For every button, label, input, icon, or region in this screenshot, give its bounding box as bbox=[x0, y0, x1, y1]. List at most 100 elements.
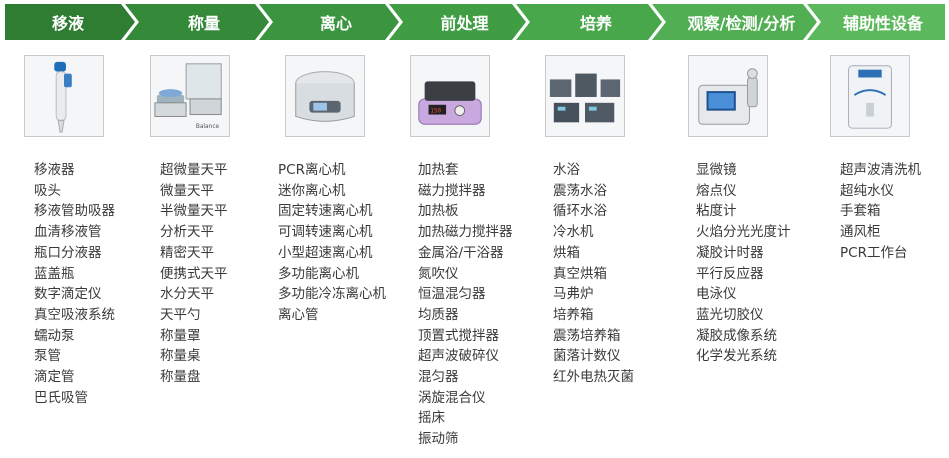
list-item[interactable]: 红外电热灭菌 bbox=[553, 369, 634, 386]
list-item[interactable]: 振动筛 bbox=[418, 431, 459, 448]
list-item[interactable]: 氮吹仪 bbox=[418, 265, 459, 282]
list-item[interactable]: 便携式天平 bbox=[160, 265, 228, 282]
list-item[interactable]: 可调转速离心机 bbox=[278, 224, 373, 241]
list-item[interactable]: PCR工作台 bbox=[840, 244, 908, 261]
list-item[interactable]: 蓝盖瓶 bbox=[34, 265, 75, 282]
water-bath-icon bbox=[545, 55, 625, 137]
list-item[interactable]: 真空吸液系统 bbox=[34, 306, 115, 323]
list-item[interactable]: 小型超速离心机 bbox=[278, 244, 373, 261]
list-item[interactable]: 顶置式搅拌器 bbox=[418, 327, 499, 344]
list-item[interactable]: PCR离心机 bbox=[278, 162, 346, 178]
list-item[interactable]: 血清移液管 bbox=[34, 224, 102, 241]
svg-text:Balance: Balance bbox=[196, 124, 220, 130]
chevron-3 bbox=[259, 4, 399, 40]
list-item[interactable]: 微量天平 bbox=[160, 182, 214, 199]
list-item[interactable]: 加热磁力搅拌器 bbox=[418, 224, 513, 241]
list-item[interactable]: 多功能离心机 bbox=[278, 265, 359, 282]
chevron-5 bbox=[516, 4, 662, 40]
list-item[interactable]: 超纯水仪 bbox=[840, 182, 894, 199]
item-list-weighing: 超微量天平 微量天平 半微量天平 分析天平 精密天平 便携式天平 水分天平 天平… bbox=[160, 160, 228, 388]
list-item[interactable]: 水浴 bbox=[553, 162, 580, 178]
centrifuge-icon bbox=[285, 55, 365, 137]
list-item[interactable]: 称量盘 bbox=[160, 369, 201, 386]
list-item[interactable]: 精密天平 bbox=[160, 244, 214, 261]
list-item[interactable]: 熔点仪 bbox=[696, 182, 737, 199]
chevron-2 bbox=[125, 4, 269, 40]
category-label-weighing: 称量 bbox=[187, 14, 220, 33]
list-item[interactable]: 移液器 bbox=[34, 162, 75, 178]
list-item[interactable]: 吸头 bbox=[34, 182, 61, 199]
list-item[interactable]: 摇床 bbox=[418, 410, 445, 427]
list-item[interactable]: 超微量天平 bbox=[160, 162, 228, 178]
list-item[interactable]: 显微镜 bbox=[696, 162, 737, 178]
category-label-analysis: 观察/检测/分析 bbox=[687, 14, 796, 33]
list-item[interactable]: 恒温混匀器 bbox=[418, 286, 486, 303]
list-item[interactable]: 滴定管 bbox=[34, 369, 75, 386]
list-item[interactable]: 培养箱 bbox=[553, 306, 594, 323]
list-item[interactable]: 凝胶成像系统 bbox=[696, 327, 777, 344]
list-item[interactable]: 凝胶计时器 bbox=[696, 244, 764, 261]
list-item[interactable]: 震荡水浴 bbox=[553, 182, 607, 199]
list-item[interactable]: 火焰分光光度计 bbox=[696, 224, 791, 241]
list-item[interactable]: 化学发光系统 bbox=[696, 348, 777, 365]
list-item[interactable]: 迷你离心机 bbox=[278, 182, 346, 199]
item-list-pretreatment: 加热套 磁力搅拌器 加热板 加热磁力搅拌器 金属浴/干浴器 氮吹仪 恒温混匀器 … bbox=[418, 160, 513, 450]
category-label-centrifuge: 离心 bbox=[319, 14, 352, 33]
list-item[interactable]: 循环水浴 bbox=[553, 203, 607, 220]
list-item[interactable]: 震荡培养箱 bbox=[553, 327, 621, 344]
list-item[interactable]: 加热套 bbox=[418, 162, 459, 178]
list-item[interactable]: 真空烘箱 bbox=[553, 265, 607, 282]
item-list-culture: 水浴 震荡水浴 循环水浴 冷水机 烘箱 真空烘箱 马弗炉 培养箱 震荡培养箱 菌… bbox=[553, 160, 634, 388]
list-item[interactable]: 涡旋混合仪 bbox=[418, 389, 486, 406]
list-item[interactable]: 冷水机 bbox=[553, 224, 594, 241]
list-item[interactable]: 蓝光切胶仪 bbox=[696, 306, 764, 323]
list-item[interactable]: 称量罩 bbox=[160, 327, 201, 344]
list-item[interactable]: 称量桌 bbox=[160, 348, 201, 365]
list-item[interactable]: 泵管 bbox=[34, 348, 61, 365]
list-item[interactable]: 手套箱 bbox=[840, 203, 881, 220]
svg-text:150: 150 bbox=[431, 109, 442, 115]
list-item[interactable]: 多功能冷冻离心机 bbox=[278, 286, 386, 303]
item-list-auxiliary: 超声波清洗机 超纯水仪 手套箱 通风柜 PCR工作台 bbox=[840, 160, 921, 264]
list-item[interactable]: 混匀器 bbox=[418, 369, 459, 386]
list-item[interactable]: 粘度计 bbox=[696, 203, 737, 220]
list-item[interactable]: 数字滴定仪 bbox=[34, 286, 102, 303]
list-item[interactable]: 加热板 bbox=[418, 203, 459, 220]
list-item[interactable]: 蠕动泵 bbox=[34, 327, 75, 344]
list-item[interactable]: 天平勺 bbox=[160, 306, 201, 323]
list-item[interactable]: 超声波破碎仪 bbox=[418, 348, 499, 365]
item-list-pipetting: 移液器 吸头 移液管助吸器 血清移液管 瓶口分液器 蓝盖瓶 数字滴定仪 真空吸液… bbox=[34, 160, 115, 408]
list-item[interactable]: 水分天平 bbox=[160, 286, 214, 303]
item-list-analysis: 显微镜 熔点仪 粘度计 火焰分光光度计 凝胶计时器 平行反应器 电泳仪 蓝光切胶… bbox=[696, 160, 791, 367]
category-label-pipetting: 移液 bbox=[51, 14, 84, 33]
list-item[interactable]: 电泳仪 bbox=[696, 286, 737, 303]
chevron-6 bbox=[652, 4, 817, 40]
item-list-centrifuge: PCR离心机 迷你离心机 固定转速离心机 可调转速离心机 小型超速离心机 多功能… bbox=[278, 160, 386, 326]
process-chevron-bar bbox=[5, 4, 945, 40]
chevron-7 bbox=[807, 4, 945, 40]
list-item[interactable]: 菌落计数仪 bbox=[553, 348, 621, 365]
category-label-culture: 培养 bbox=[579, 14, 612, 33]
list-item[interactable]: 移液管助吸器 bbox=[34, 203, 115, 220]
pipette-icon bbox=[24, 55, 104, 137]
list-item[interactable]: 平行反应器 bbox=[696, 265, 764, 282]
list-item[interactable]: 分析天平 bbox=[160, 224, 214, 241]
list-item[interactable]: 超声波清洗机 bbox=[840, 162, 921, 178]
list-item[interactable]: 离心管 bbox=[278, 306, 319, 323]
list-item[interactable]: 马弗炉 bbox=[553, 286, 594, 303]
chevron-1 bbox=[5, 4, 135, 40]
list-item[interactable]: 巴氏吸管 bbox=[34, 389, 88, 406]
list-item[interactable]: 烘箱 bbox=[553, 244, 580, 261]
list-item[interactable]: 半微量天平 bbox=[160, 203, 228, 220]
category-label-auxiliary: 辅助性设备 bbox=[842, 14, 923, 33]
balance-icon: Balance bbox=[150, 55, 230, 137]
list-item[interactable]: 均质器 bbox=[418, 306, 459, 323]
list-item[interactable]: 通风柜 bbox=[840, 224, 881, 241]
chevron-4 bbox=[389, 4, 526, 40]
list-item[interactable]: 固定转速离心机 bbox=[278, 203, 373, 220]
list-item[interactable]: 金属浴/干浴器 bbox=[418, 244, 504, 261]
list-item[interactable]: 磁力搅拌器 bbox=[418, 182, 486, 199]
list-item[interactable]: 瓶口分液器 bbox=[34, 244, 102, 261]
water-purifier-icon bbox=[830, 55, 910, 137]
spectrophotometer-icon bbox=[688, 55, 768, 137]
